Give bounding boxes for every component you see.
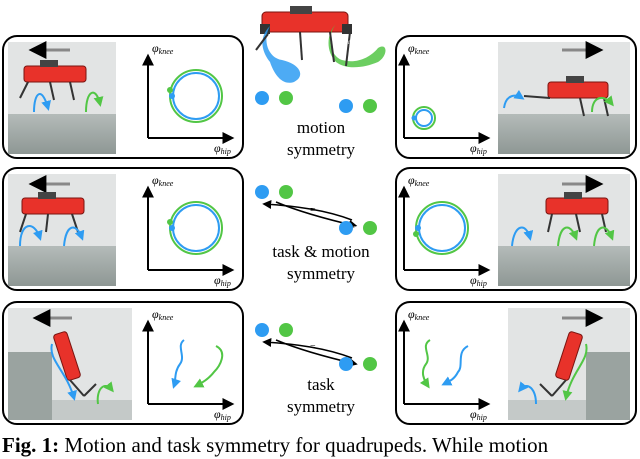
green-phase-trajectory	[419, 339, 431, 389]
green-foot-trajectory	[557, 226, 579, 247]
row1-label-line1: motion	[297, 118, 346, 137]
blue-foot-trajectory	[518, 381, 537, 405]
row1-center: = = motion symmetry	[255, 91, 377, 159]
row3-right-panel: φknee φhip	[395, 301, 637, 425]
x-axis-label: φhip	[214, 407, 231, 422]
row3-label-line2: symmetry	[287, 397, 355, 416]
green-dot	[279, 323, 293, 337]
green-phase-trajectory	[193, 345, 224, 388]
green-foot-trajectory	[562, 343, 588, 401]
equals-sign: =	[269, 187, 275, 198]
x-axis-label: φhip	[214, 273, 231, 288]
blue-dot	[339, 99, 353, 113]
blue-dot	[255, 185, 269, 199]
row2-label-line1: task & motion	[272, 242, 370, 261]
figure-caption: Fig. 1: Motion and task symmetry for qua…	[2, 432, 638, 458]
green-foot-trajectory	[593, 226, 615, 247]
blue-phase-trajectory	[171, 339, 185, 389]
row3-left-panel: φknee φhip	[2, 301, 244, 425]
blue-phase-trajectory	[441, 345, 469, 386]
y-axis-label: φknee	[152, 41, 174, 56]
legend-green-leg-label: φhip	[340, 34, 353, 46]
green-foot-trajectory	[96, 381, 114, 405]
x-axis-label: φhip	[214, 141, 231, 156]
equals-sign: =	[310, 342, 316, 353]
row2-left-panel: φknee φhip	[2, 167, 244, 291]
x-axis-label: φhip	[470, 141, 487, 156]
row3-center: = task symmetry	[255, 323, 377, 416]
x-axis-label: φhip	[470, 407, 487, 422]
row2-left-phase-plot: φknee φhip	[142, 173, 235, 288]
green-dot	[363, 357, 377, 371]
green-foot-trajectory	[591, 95, 614, 113]
caption-text: Motion and task symmetry for quadrupeds.…	[64, 433, 549, 457]
y-axis-label: φknee	[408, 307, 430, 322]
row2-center: = = = task & motion symmetry	[255, 185, 377, 283]
row3-right-phase-plot: φknee φhip	[398, 307, 491, 422]
y-axis-label: φknee	[152, 307, 174, 322]
figure: φhip φhip φknee φhip	[2, 6, 637, 425]
green-dot	[363, 221, 377, 235]
row2-left-scene	[8, 174, 116, 286]
y-axis-label: φknee	[408, 41, 430, 56]
row2-right-panel: φknee φhip	[395, 167, 637, 291]
swap-arrow	[262, 337, 353, 359]
row2-right-phase-plot: φknee φhip	[398, 173, 491, 288]
row3-left-phase-plot: φknee φhip	[142, 307, 235, 422]
swap-arrow	[262, 199, 353, 221]
row2-right-scene	[498, 174, 630, 286]
y-axis-label: φknee	[152, 173, 174, 188]
row1-label-line2: symmetry	[287, 140, 355, 159]
blue-dot	[339, 221, 353, 235]
green-dot	[363, 99, 377, 113]
blue-dot	[255, 323, 269, 337]
row1-right-phase-plot: φknee φhip	[398, 41, 491, 156]
figure-label: Fig. 1:	[2, 433, 60, 457]
blue-foot-trajectory	[503, 89, 525, 109]
y-axis-label: φknee	[408, 173, 430, 188]
green-dot	[279, 185, 293, 199]
blue-foot-trajectory	[50, 343, 77, 401]
blue-foot-trajectory	[511, 226, 534, 247]
row1-left-panel: φknee φhip	[2, 35, 244, 159]
equals-sign: =	[269, 93, 275, 104]
row3-right-scene	[508, 308, 630, 420]
green-dot	[279, 91, 293, 105]
row3-left-scene	[8, 308, 132, 420]
legend-robot: φhip φhip	[255, 6, 386, 83]
row2-label-line2: symmetry	[287, 264, 355, 283]
equals-sign: =	[353, 223, 359, 234]
blue-dot	[255, 91, 269, 105]
blue-foot-trajectory	[33, 93, 51, 113]
legend-blue-leg-label: φhip	[282, 36, 295, 48]
blue-foot-trajectory	[19, 225, 43, 247]
equals-sign: =	[353, 101, 359, 112]
blue-foot-trajectory	[63, 226, 85, 247]
green-foot-trajectory	[85, 91, 104, 113]
row1-left-phase-plot: φknee φhip	[142, 41, 235, 156]
row1-left-scene	[8, 41, 116, 154]
row1-right-panel: φknee φhip	[395, 35, 637, 159]
row1-right-scene	[498, 41, 630, 154]
x-axis-label: φhip	[470, 273, 487, 288]
row3-label-line1: task	[307, 375, 335, 394]
blue-dot	[339, 357, 353, 371]
equals-sign: =	[310, 205, 316, 216]
